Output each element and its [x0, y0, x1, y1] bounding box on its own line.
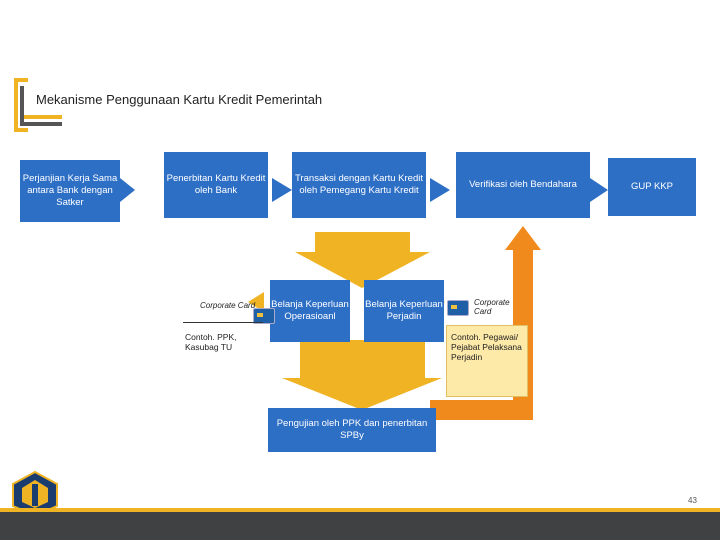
step-penerbitan: Penerbitan Kartu Kredit oleh Bank — [164, 152, 268, 218]
chevron-1 — [120, 178, 135, 202]
footer-bar — [0, 512, 720, 540]
left-corporate-card-label: Corporate Card — [200, 301, 256, 310]
belanja-operasional: Belanja Keperluan Operasioanl — [270, 280, 350, 342]
step-pengujian: Pengujian oleh PPK dan penerbitan SPBy — [268, 408, 436, 452]
step-gup-kkp: GUP KKP — [608, 158, 696, 216]
arrow-to-operasional — [248, 292, 264, 312]
page-title: Mekanisme Penggunaan Kartu Kredit Pemeri… — [36, 92, 323, 107]
page-number: 43 — [688, 496, 697, 505]
title-bracket-inner — [20, 86, 62, 126]
footer-accent-line — [0, 508, 720, 512]
title-bracket-accent — [24, 115, 62, 119]
chevron-2 — [272, 178, 292, 202]
credit-card-icon-left — [253, 308, 275, 324]
chevron-4 — [590, 178, 608, 202]
down-arrow-main — [295, 232, 430, 288]
chevron-3 — [430, 178, 450, 202]
right-note-box: Contoh. Pegawai/ Pejabat Pelaksana Perja… — [446, 325, 528, 397]
step-transaksi: Transaksi dengan Kartu Kredit oleh Pemeg… — [292, 152, 426, 218]
step-perjanjian: Perjanjian Kerja Sama antara Bank dengan… — [20, 160, 120, 222]
down-arrow-lower — [282, 340, 442, 410]
left-example-note: Contoh. PPK, Kasubag TU — [185, 332, 237, 352]
title-bracket-decoration — [14, 78, 28, 132]
step-verifikasi: Verifikasi oleh Bendahara — [456, 152, 590, 218]
right-corporate-card-label: Corporate Card — [474, 298, 510, 316]
credit-card-icon-right — [447, 300, 469, 316]
belanja-perjadin: Belanja Keperluan Perjadin — [364, 280, 444, 342]
right-example-note: Contoh. Pegawai/ Pejabat Pelaksana Perja… — [451, 332, 522, 362]
left-divider — [183, 322, 263, 323]
